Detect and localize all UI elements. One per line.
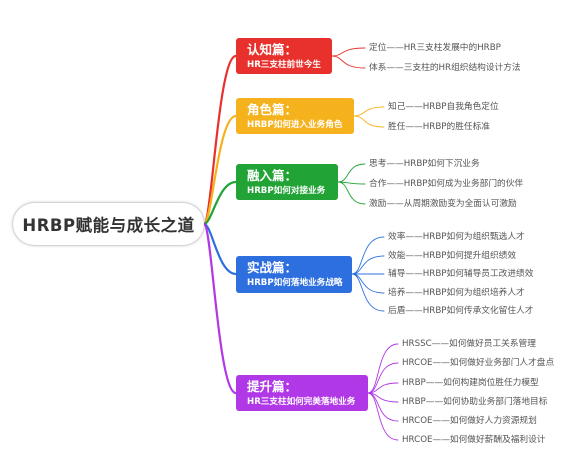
leaf-item: 效率——HRBP如何为组织甄选人才	[388, 232, 525, 242]
branch-connector	[202, 180, 238, 226]
branch-node-tisheng[interactable]: 提升篇： HR三支柱如何完美落地业务	[236, 375, 368, 411]
branch-subtitle: HRBP如何对接业务	[247, 186, 326, 196]
branch-title: 实战篇：	[247, 260, 298, 275]
root-node[interactable]: HRBP赋能与成长之道	[13, 203, 204, 245]
leaf-connector	[331, 47, 366, 57]
leaf-connector	[367, 382, 399, 394]
root-label: HRBP赋能与成长之道	[22, 216, 195, 235]
leaf-connector	[351, 273, 385, 312]
leaf-item: 思考——HRBP如何下沉业务	[369, 159, 480, 169]
leaf-item: 合作——HRBP如何成为业务部门的伙伴	[369, 179, 524, 189]
leaf-connector	[367, 392, 399, 441]
leaf-item: 激励——从周期激励变为全面认可激励	[369, 199, 517, 209]
branch-connector	[202, 114, 238, 226]
leaf-item: 辅导——HRBP如何辅导员工改进绩效	[388, 269, 534, 279]
leaf-connector	[367, 362, 399, 394]
leaf-item: 效能——HRBP如何提升组织绩效	[388, 251, 517, 261]
leaf-connector	[337, 181, 366, 205]
branch-node-rongru[interactable]: 融入篇： HRBP如何对接业务	[236, 164, 338, 200]
leaf-item: 定位——HR三支柱发展中的HRBP	[369, 43, 501, 53]
leaf-item: 培养——HRBP如何为组织培养人才	[388, 288, 525, 298]
leaf-item: HRCOE——如何做好人力资源规划	[402, 416, 537, 426]
branch-subtitle: HRBP如何进入业务角色	[247, 120, 343, 130]
leaf-item: HRBP——如何构建岗位胜任力模型	[402, 378, 539, 388]
branch-node-renzhi[interactable]: 认知篇： HR三支柱前世今生	[236, 38, 332, 74]
leaf-connector	[353, 115, 385, 128]
leaf-item: 体系——三支柱的HR组织结构设计方法	[369, 63, 521, 73]
leaf-connector	[351, 236, 385, 275]
branch-connector	[202, 54, 238, 226]
branch-title: 认知篇：	[247, 42, 298, 57]
branch-node-juese[interactable]: 角色篇： HRBP如何进入业务角色	[236, 98, 354, 134]
branch-title: 角色篇：	[247, 102, 298, 117]
branch-connector	[202, 222, 238, 395]
leaf-item: HRSSC——如何做好员工关系管理	[402, 339, 536, 349]
leaf-item: HRCOE——如何做好业务部门人才盘点	[402, 358, 555, 368]
leaf-connector	[353, 106, 385, 117]
branch-subtitle: HR三支柱如何完美落地业务	[247, 397, 356, 407]
branch-title: 融入篇：	[247, 168, 298, 183]
leaf-item: 胜任——HRBP的胜任标准	[388, 122, 490, 132]
leaf-connector	[367, 392, 399, 422]
branch-title: 提升篇：	[247, 379, 298, 394]
leaf-connector	[351, 255, 385, 275]
leaf-item: HRBP——如何协助业务部门落地目标	[402, 397, 548, 407]
leaf-connector	[331, 55, 366, 69]
leaf-item: 知己——HRBP自我角色定位	[388, 102, 499, 112]
branch-subtitle: HRBP如何落地业务战略	[247, 278, 343, 288]
leaf-connector	[337, 163, 366, 183]
leaf-item: HRCOE——如何做好薪酬及福利设计	[402, 435, 546, 445]
branch-node-shizhan[interactable]: 实战篇： HRBP如何落地业务战略	[236, 256, 352, 293]
branch-subtitle: HR三支柱前世今生	[247, 60, 321, 70]
leaf-item: 后盾——HRBP如何传承文化留住人才	[388, 306, 534, 316]
